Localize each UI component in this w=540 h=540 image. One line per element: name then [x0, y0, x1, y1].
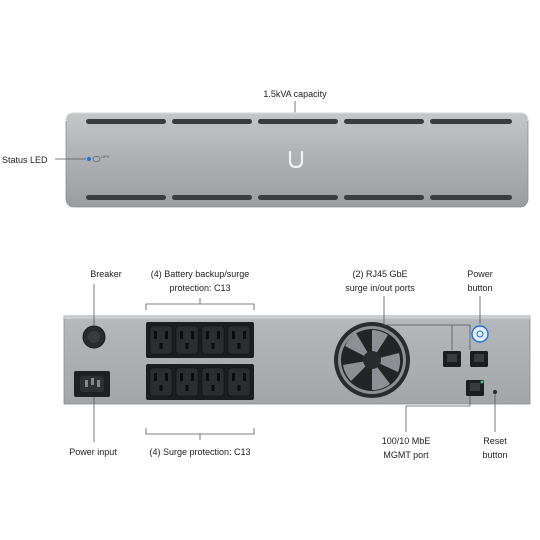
rj45-surge-ports [443, 351, 488, 367]
capacity-label: 1.5kVA capacity [263, 89, 327, 99]
power-button-label-line2: button [467, 283, 493, 293]
power-button-label: Power button [456, 268, 504, 294]
reset-button-label: Reset button [474, 435, 516, 461]
ubiquiti-logo-icon [288, 150, 304, 169]
reset-button-label-line2: button [482, 450, 508, 460]
reset-button-label-line1: Reset [483, 436, 507, 446]
battery-bracket [145, 303, 255, 310]
power-input-label: Power input [69, 447, 117, 457]
battery-backup-label-line2: protection: C13 [169, 283, 231, 293]
breaker-label: Breaker [90, 269, 122, 279]
battery-backup-label-line1: (4) Battery backup/surge [150, 269, 250, 279]
power-button [471, 325, 489, 343]
bottom-vents [86, 195, 512, 200]
ups-indicator-icon [92, 156, 101, 162]
rj45-label-line1: (2) RJ45 GbE [352, 269, 408, 279]
rj45-label: (2) RJ45 GbE surge in/out ports [330, 268, 430, 294]
battery-backup-label: (4) Battery backup/surge protection: C13 [130, 268, 270, 294]
front-panel [55, 112, 529, 208]
status-led-label: Status LED [2, 155, 48, 165]
status-led [87, 157, 91, 161]
rj45-label-line2: surge in/out ports [345, 283, 415, 293]
top-vents [86, 119, 512, 124]
cooling-fan-icon [334, 322, 410, 398]
battery-outlets [146, 322, 254, 358]
reset-button [493, 390, 497, 394]
surge-outlets [146, 364, 254, 400]
ups-text: UPS [101, 154, 110, 159]
surge-protection-label: (4) Surge protection: C13 [149, 447, 251, 457]
mgmt-port-label: 100/10 MbE MGMT port [360, 435, 452, 461]
mgmt-port-label-line2: MGMT port [383, 450, 429, 460]
mgmt-port-label-line1: 100/10 MbE [381, 436, 431, 446]
power-button-label-line1: Power [467, 269, 493, 279]
surge-bracket [145, 428, 255, 435]
